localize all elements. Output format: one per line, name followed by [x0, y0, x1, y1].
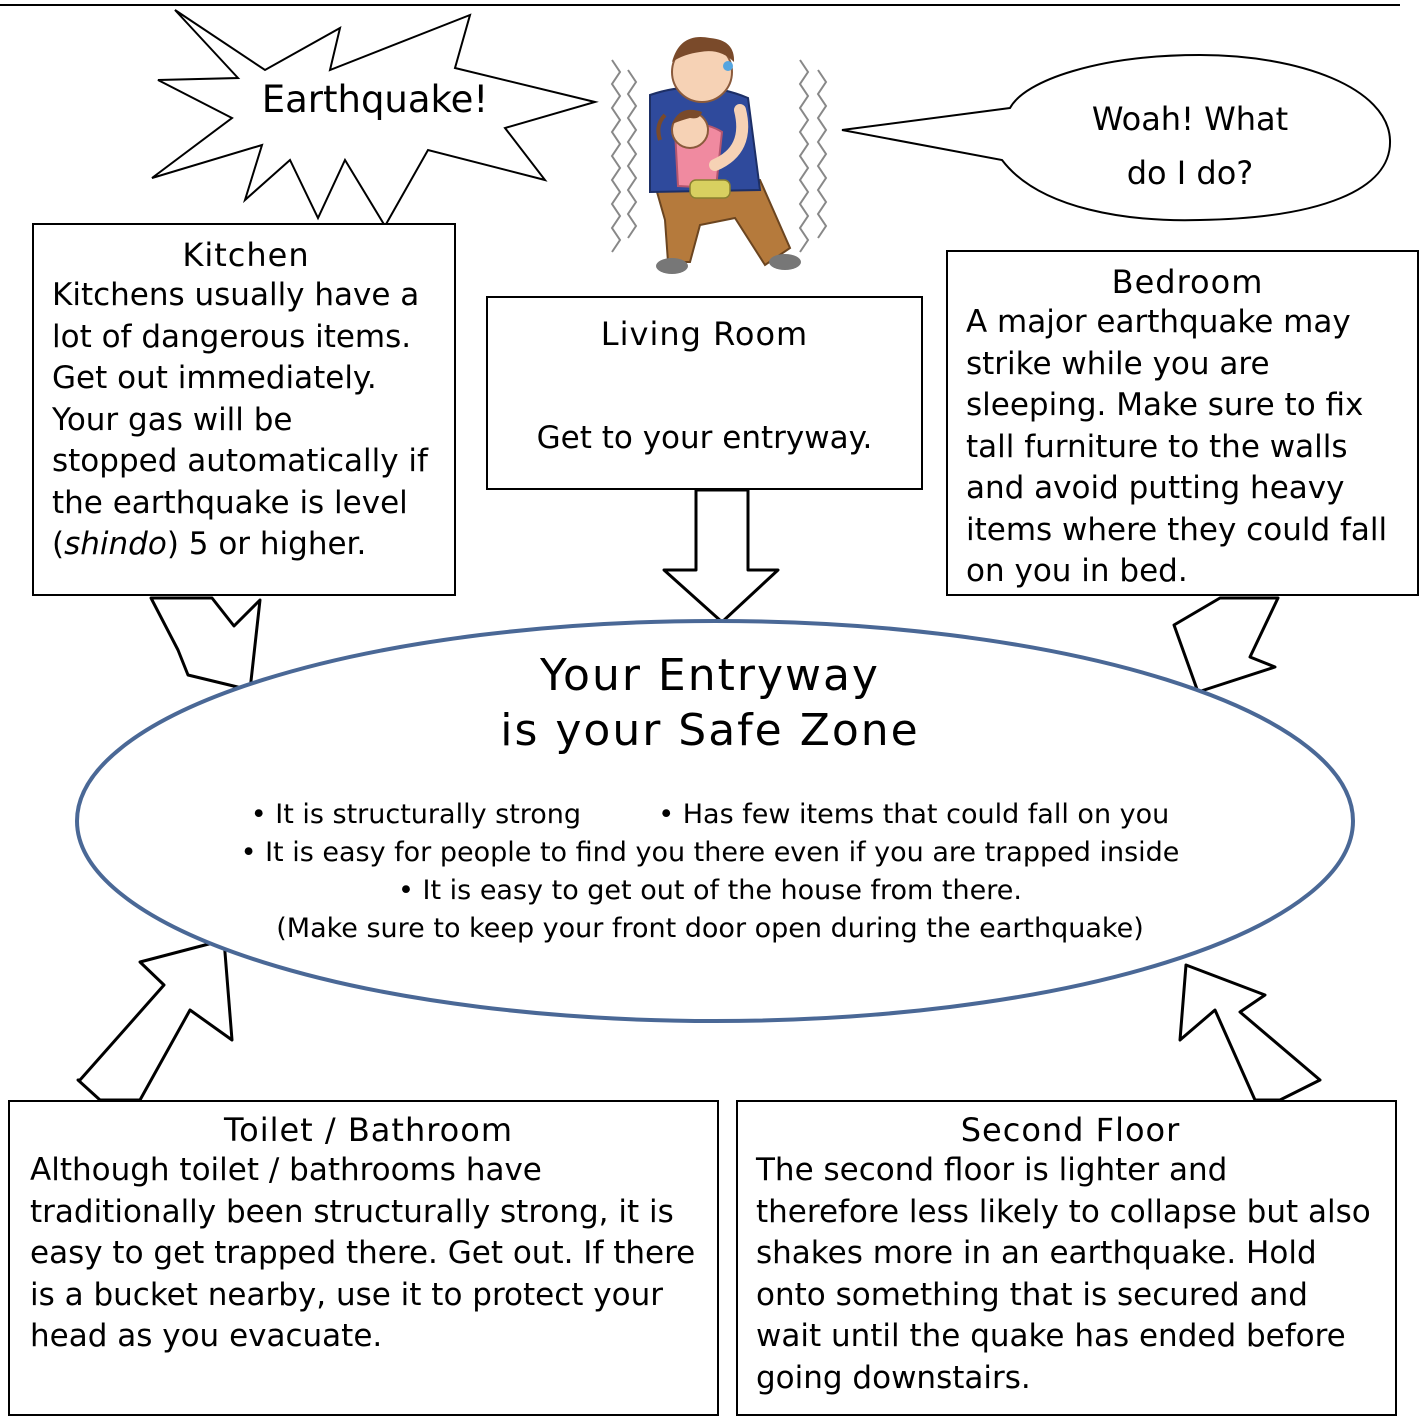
kitchen-title: Kitchen [182, 236, 310, 274]
safe-zone-bullet: • It is easy for people to find you ther… [240, 837, 1180, 868]
safe-zone-bullet: • Has few items that could fall on you [658, 799, 1170, 830]
safe-zone-title-line-1: Your Entryway [540, 650, 880, 701]
arrow-bathroom-to-entryway [76, 938, 234, 1102]
bathroom-line: head as you evacuate. [30, 1318, 383, 1354]
thought-bubble [841, 53, 1392, 222]
living-room-body: Get to your entryway. [536, 420, 873, 456]
bedroom-line: items where they could fall [966, 511, 1388, 548]
kitchen-line: stopped automatically if [52, 443, 428, 479]
safe-zone-bullet: • It is structurally strong [250, 799, 582, 830]
living-room-title: Living Room [600, 315, 809, 353]
second-floor-line: therefore less likely to collapse but al… [756, 1193, 1371, 1230]
second-floor-line: shakes more in an earthquake. Hold [756, 1235, 1317, 1271]
kitchen-line: Get out immediately. [52, 360, 377, 396]
bedroom-line: on you in bed. [966, 553, 1188, 589]
second-floor-box: Second Floor The second floor is lighter… [736, 1100, 1397, 1416]
bedroom-line: tall furniture to the walls [966, 428, 1348, 465]
safe-zone-bullet: • It is easy to get out of the house fro… [398, 875, 1022, 906]
thought-text: Woah! What do I do? [1060, 92, 1320, 200]
bathroom-line: Although toilet / bathrooms have [30, 1152, 542, 1188]
bedroom-body: A major earthquake may strike while you … [966, 302, 1409, 593]
earthquake-person-illustration [610, 37, 828, 274]
second-floor-line: The second floor is lighter and [756, 1152, 1228, 1188]
second-floor-line: onto something that is secured and [756, 1276, 1308, 1313]
living-room-box: Living Room Get to your entryway. [486, 296, 923, 490]
safe-zone-title: Your Entryway is your Safe Zone [360, 648, 1060, 758]
bathroom-title: Toilet / Bathroom [224, 1111, 513, 1149]
bedroom-line: sleeping. Make sure to fix [966, 387, 1364, 423]
bedroom-line: A major earthquake may [966, 304, 1351, 340]
bedroom-box: Bedroom A major earthquake may strike wh… [946, 250, 1419, 596]
kitchen-line: lot of dangerous items. [52, 318, 412, 355]
bathroom-line: traditionally been structurally strong, … [30, 1193, 674, 1230]
kitchen-box: Kitchen Kitchens usually have a lot of d… [32, 223, 456, 596]
arrow-secondfloor-to-entryway [1178, 963, 1322, 1102]
arrow-living-to-entryway [662, 488, 780, 624]
safe-zone-ellipse [75, 619, 1355, 1023]
kitchen-line-last: (shindo) 5 or higher. [52, 526, 367, 562]
safe-zone-title-line-2: is your Safe Zone [500, 705, 920, 756]
second-floor-line: wait until the quake has ended before [756, 1318, 1346, 1354]
thought-line-1: Woah! What [1091, 100, 1289, 138]
bathroom-box: Toilet / Bathroom Although toilet / bath… [8, 1100, 719, 1416]
bedroom-line: and avoid putting heavy [966, 470, 1345, 506]
shindo-term: shindo [64, 526, 167, 562]
kitchen-line: the earthquake is level [52, 484, 408, 521]
bedroom-title: Bedroom [1111, 263, 1264, 301]
kitchen-line: Your gas will be [52, 401, 293, 438]
bathroom-line: easy to get trapped there. Get out. If t… [30, 1235, 696, 1271]
kitchen-body: Kitchens usually have a lot of dangerous… [52, 275, 440, 566]
second-floor-line: going downstairs. [756, 1359, 1031, 1396]
bedroom-line: strike while you are [966, 345, 1270, 382]
safe-zone-note: (Make sure to keep your front door open … [276, 913, 1144, 944]
safe-zone-bullet-row-1: • It is structurally strong • Has few it… [160, 796, 1260, 834]
exclaim-text: Earthquake! [261, 78, 489, 121]
bathroom-body: Although toilet / bathrooms have traditi… [30, 1150, 707, 1358]
second-floor-title: Second Floor [960, 1111, 1181, 1149]
safe-zone-bullets: • It is structurally strong • Has few it… [160, 796, 1260, 948]
bathroom-line: is a bucket nearby, use it to protect yo… [30, 1276, 663, 1313]
kitchen-line: Kitchens usually have a [52, 277, 420, 313]
arrow-bedroom-to-entryway [1172, 596, 1280, 694]
second-floor-body: The second floor is lighter and therefor… [756, 1150, 1385, 1399]
arrow-kitchen-to-entryway [149, 596, 262, 692]
thought-line-2: do I do? [1126, 154, 1254, 192]
